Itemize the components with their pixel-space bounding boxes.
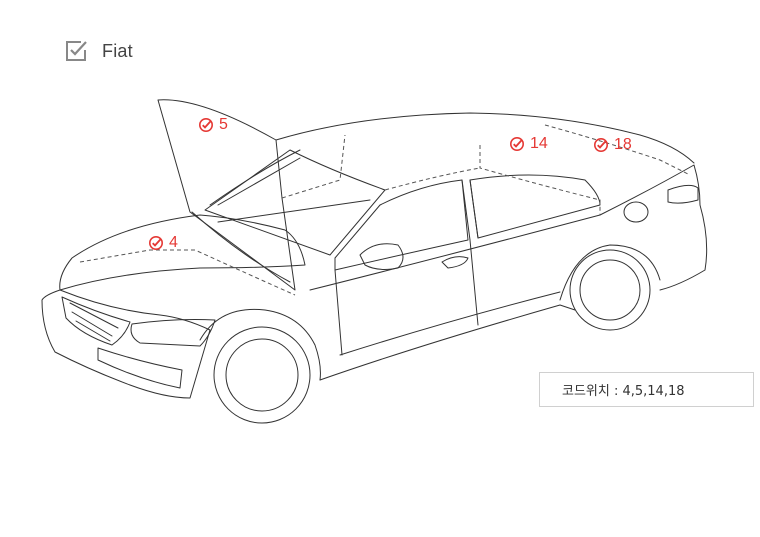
door-handle — [441, 256, 469, 269]
dashed-line-4 — [79, 249, 296, 296]
rear-window — [469, 174, 601, 239]
side-mirror — [359, 243, 404, 270]
check-circle-icon — [510, 137, 524, 151]
marker-14[interactable]: 14 — [509, 135, 548, 153]
marker-label: 14 — [530, 135, 548, 152]
fuel-cap — [623, 201, 649, 223]
headlight — [130, 319, 216, 347]
code-location-box: 코드위치 : 4,5,14,18 — [539, 372, 754, 407]
windshield — [204, 149, 386, 256]
brand-title: Fiat — [102, 40, 133, 61]
check-circle-icon — [199, 118, 213, 132]
roof-outline — [275, 112, 695, 164]
grille — [61, 296, 131, 346]
check-circle-icon — [149, 236, 163, 250]
front-window — [334, 179, 469, 271]
marker-5[interactable]: 5 — [198, 116, 228, 134]
checkbox-checked-icon — [66, 41, 87, 61]
marker-4[interactable]: 4 — [148, 234, 178, 252]
dashed-line-5 — [281, 134, 346, 199]
rear-end — [599, 164, 708, 291]
hood-top — [59, 214, 306, 291]
header: Fiat — [64, 38, 133, 64]
front-wheel — [213, 326, 311, 424]
marker-label: 4 — [169, 234, 178, 251]
front-wheel-arch — [199, 308, 321, 381]
check-circle-icon — [594, 138, 608, 152]
marker-label: 5 — [219, 116, 228, 133]
rear-wheel-arch — [559, 244, 661, 301]
rear-wheel — [569, 249, 651, 331]
code-location-text: 코드위치 : 4,5,14,18 — [562, 384, 685, 399]
marker-label: 18 — [614, 136, 632, 153]
body-side — [319, 304, 576, 381]
dashed-line-14 — [479, 145, 601, 215]
front-fascia — [41, 289, 211, 399]
marker-18[interactable]: 18 — [593, 136, 632, 154]
